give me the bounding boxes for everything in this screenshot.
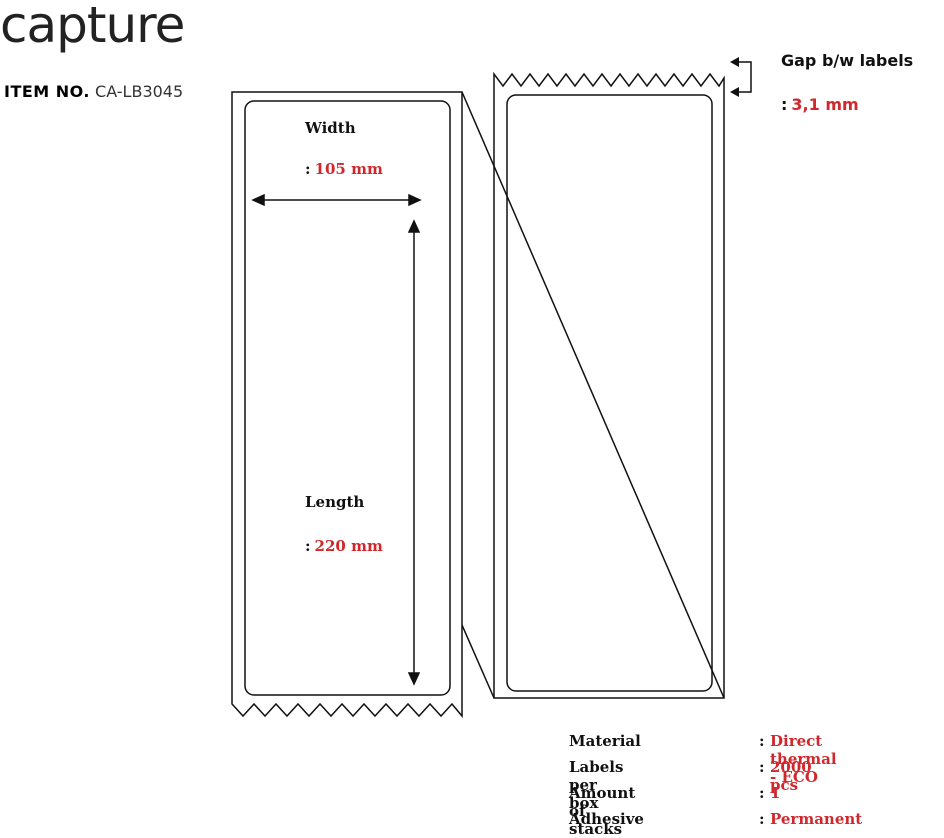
length-label: Length xyxy=(305,493,365,511)
capture-logo: capture xyxy=(0,0,185,54)
fold-line xyxy=(461,91,725,699)
spec-value: Direct thermal - ECO xyxy=(770,732,837,786)
spec-value: Permanent xyxy=(770,810,863,828)
gap-arrow-head-top xyxy=(730,57,739,67)
length-value-text: 220 mm xyxy=(314,537,383,555)
spec-colon: : xyxy=(759,758,765,776)
spec-colon: : xyxy=(759,732,765,750)
fold-edge xyxy=(461,624,495,699)
spec-key: Amount of stacks xyxy=(569,784,636,838)
gap-bracket xyxy=(738,61,752,93)
item-number-label: ITEM NO. xyxy=(4,82,91,101)
width-colon: : xyxy=(305,160,311,178)
label-strip-back xyxy=(493,71,725,699)
width-label: Width xyxy=(305,119,356,137)
gap-value: :3,1 mm xyxy=(781,95,859,114)
gap-label: Gap b/w labels xyxy=(781,51,914,70)
width-arrow-head-right xyxy=(408,193,422,207)
label-back-outline xyxy=(506,94,713,692)
spec-colon: : xyxy=(759,784,765,802)
width-arrow-head-left xyxy=(251,193,265,207)
spec-value: 1 xyxy=(770,784,781,802)
spec-key: Material xyxy=(569,732,641,750)
width-value-text: 105 mm xyxy=(314,160,383,178)
length-arrow-head-bottom xyxy=(407,672,421,686)
length-colon: : xyxy=(305,537,311,555)
spec-key: Adhesive xyxy=(569,810,644,828)
length-value: :220 mm xyxy=(305,537,383,555)
gap-value-text: 3,1 mm xyxy=(791,95,859,114)
label-strip-front xyxy=(231,91,463,719)
label-front-outline xyxy=(244,100,451,696)
width-value: :105 mm xyxy=(305,160,383,178)
spec-key: Labels per box xyxy=(569,758,624,812)
spec-value: 2000 pcs xyxy=(770,758,812,794)
length-arrow-head-top xyxy=(407,219,421,233)
gap-arrow-head-bottom xyxy=(730,87,739,97)
item-number-value: CA-LB3045 xyxy=(95,82,184,101)
spec-colon: : xyxy=(759,810,765,828)
item-number: ITEM NO.CA-LB3045 xyxy=(4,82,183,101)
gap-colon: : xyxy=(781,95,788,114)
